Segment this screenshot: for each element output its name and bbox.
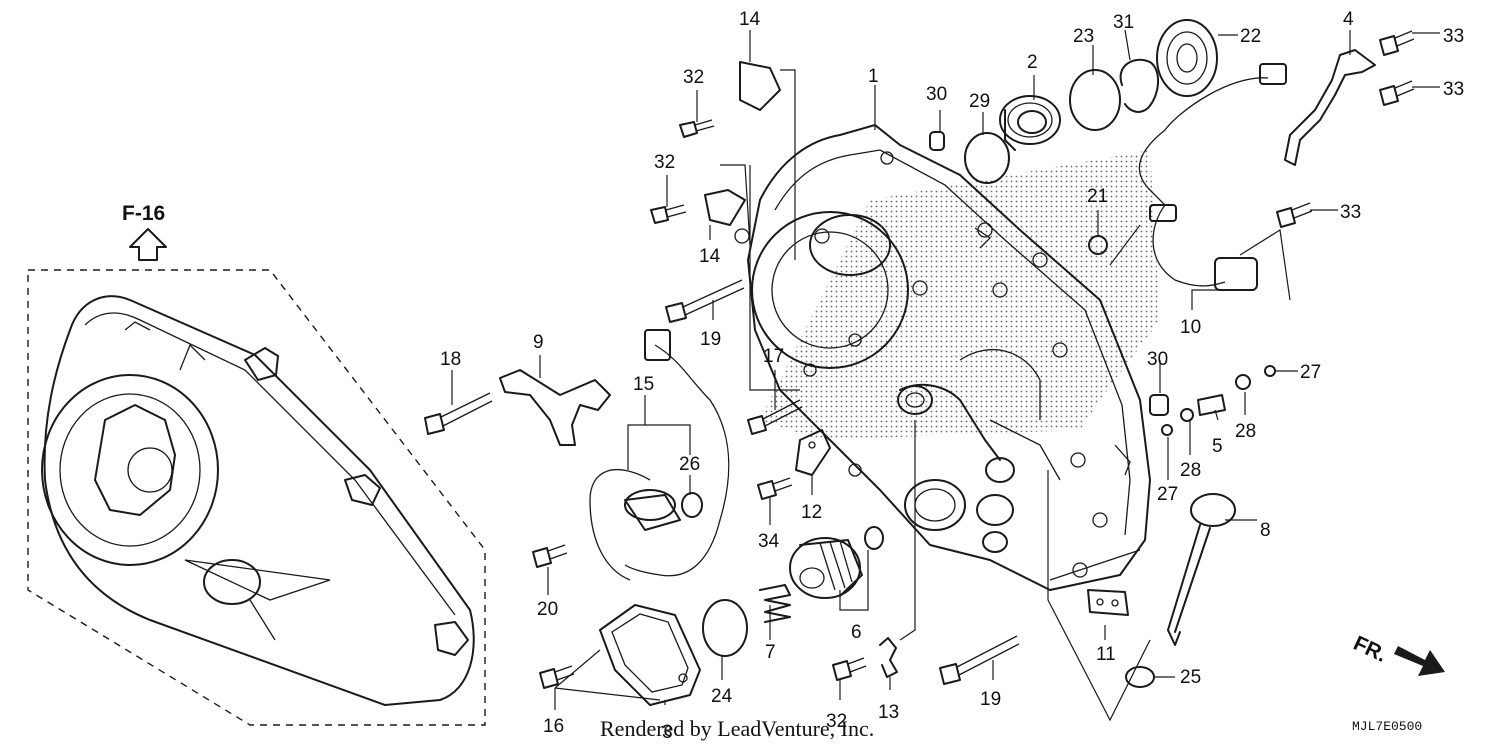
callout-5: 5 [1212,436,1223,457]
callout-14-lower: 14 [699,246,721,267]
callout-22: 22 [1240,26,1261,47]
part-17-bolt [747,399,803,435]
part-19-bolt-lower [939,635,1020,685]
reference-arrow: F-16 [122,202,167,261]
part-22-bearing [1156,19,1218,97]
part-31-circlip [1119,58,1159,113]
part-3-filter-cover [599,604,701,706]
callout-19-lower: 19 [980,689,1001,710]
callout-8: 8 [1260,520,1271,541]
part-4-bracket [1284,49,1376,166]
part-32-bolt-mid [650,204,687,224]
callout-27-upper: 27 [1300,362,1321,383]
callout-24: 24 [711,686,733,707]
callout-33-top-a: 33 [1443,26,1464,47]
callout-33-top-b: 33 [1443,79,1464,100]
callout-18: 18 [440,349,461,370]
part-14-clamp-upper [739,61,781,111]
part-20-bolt [532,544,568,568]
callout-4: 4 [1343,9,1354,30]
callout-17: 17 [763,346,784,367]
callout-labels: 1 2 4 5 6 7 8 9 10 11 12 13 14 14 15 16 … [440,9,1464,743]
callout-14-upper: 14 [739,9,761,30]
callout-16: 16 [543,716,564,737]
part-24-o-ring [702,599,748,657]
part-11-plate [1087,589,1129,616]
callout-33-mid: 33 [1340,202,1361,223]
part-12-gasket [795,429,831,476]
part-7-spring [759,584,791,623]
callout-9: 9 [533,332,544,353]
callout-6: 6 [851,622,862,643]
part-29-o-ring [964,132,1010,184]
part-30-dowel-pin-upper [929,131,945,151]
callout-28-lower: 28 [1180,460,1201,481]
part-9-bracket [499,369,611,446]
callout-32-lower: 32 [826,711,847,732]
outer-cover [41,295,475,706]
callout-32-mid: 32 [654,152,675,173]
callout-26: 26 [679,454,700,475]
part-32-bolt-upper [679,119,715,138]
reference-label: F-16 [122,202,165,225]
part-30-dowel-pin-lower [1149,394,1169,416]
callout-29: 29 [969,91,990,112]
callout-7: 7 [765,642,776,663]
part-33-bolt-mid [1276,202,1313,228]
callout-31: 31 [1113,12,1134,33]
part-18-bolt [424,392,493,435]
diagram-code: MJL7E0500 [1352,719,1422,734]
part-33-bolt-top-b [1379,80,1415,106]
callout-13: 13 [878,702,899,723]
callout-21: 21 [1087,186,1108,207]
callout-12: 12 [801,502,822,523]
callout-30-upper: 30 [926,84,947,105]
part-27-washer-a [1264,365,1276,377]
part-34-bolt [757,477,793,500]
callout-10: 10 [1180,317,1201,338]
callout-11: 11 [1096,644,1116,665]
callout-27-lower: 27 [1157,484,1178,505]
callout-15: 15 [633,374,654,395]
part-26-o-ring [681,492,703,518]
front-direction-arrow: FR. [1350,632,1445,676]
crankcase-cover [734,124,1160,591]
outer-cover-assembly: F-16 [27,202,486,726]
callout-19-upper: 19 [700,329,721,350]
part-25-o-ring [1125,666,1155,688]
part-33-bolt-top-a [1379,30,1415,56]
part-32-bolt-lower [832,657,867,681]
callout-34: 34 [758,531,780,552]
part-23-o-ring [1069,69,1121,131]
part-10-sensor [1138,63,1287,291]
callout-20: 20 [537,599,558,620]
part-5-stud [1197,394,1226,416]
part-2-seal-holder [999,95,1061,151]
callout-28-upper: 28 [1235,421,1256,442]
callout-25: 25 [1180,667,1201,688]
part-14-clamp-lower [704,189,746,226]
callout-1: 1 [868,66,879,87]
part-6-oil-filter [789,526,884,599]
callout-30-lower: 30 [1147,349,1168,370]
callout-3: 3 [662,722,673,743]
part-28-nut-a [1235,374,1251,390]
callout-2: 2 [1027,52,1038,73]
part-19-bolt-upper [665,279,745,323]
reference-dashed-box [27,269,486,726]
callout-32-upper: 32 [683,67,704,88]
part-27-washer-b [1161,424,1173,436]
part-13-clip [879,637,898,678]
front-label: FR. [1350,632,1390,667]
part-8-dipstick [1167,493,1236,646]
credit-text: Rendered by LeadVenture, Inc. [600,716,874,741]
part-28-nut-b [1180,408,1194,422]
callout-23: 23 [1073,26,1094,47]
leader-lines [451,29,1440,722]
part-15-solenoid [589,329,730,581]
